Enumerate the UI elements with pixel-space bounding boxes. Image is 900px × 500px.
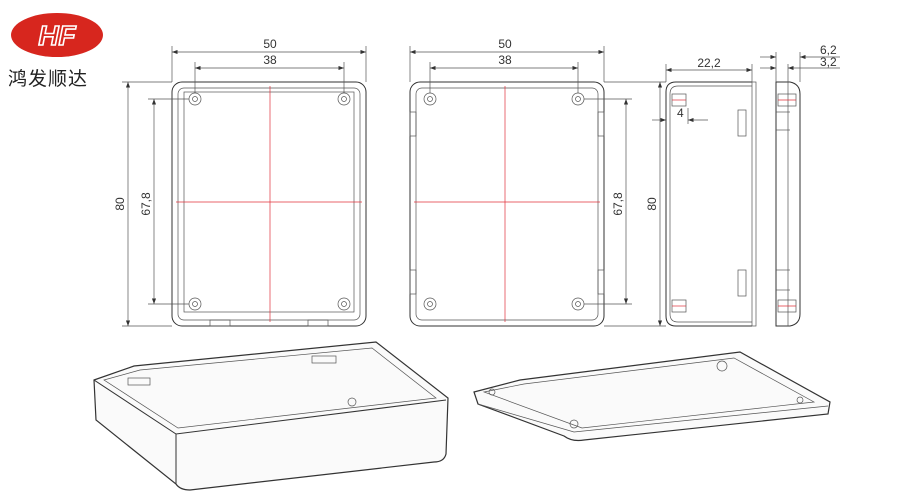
dim-lid-total: 6,2 [820, 43, 837, 57]
dim-wall: 4 [677, 106, 684, 120]
dim-hole-spacing-y: 67,8 [611, 192, 625, 216]
svg-text:HF: HF [38, 20, 76, 51]
hf-logo: HF [11, 12, 103, 58]
dim-width: 50 [263, 37, 277, 51]
front-view: 50 38 80 67,8 [113, 37, 367, 327]
dim-width: 50 [498, 37, 512, 51]
dim-height: 80 [645, 197, 659, 211]
dim-hole-spacing-y: 67,8 [139, 192, 153, 216]
dim-hole-spacing-x: 38 [263, 53, 277, 67]
isometric-base [93, 341, 449, 491]
brand-name: 鸿发顺达 [8, 68, 89, 90]
dim-hole-spacing-x: 38 [498, 53, 512, 67]
side-view: 22,2 4 [652, 56, 757, 327]
lid-side-view: 6,2 3,2 [760, 43, 840, 327]
dim-depth: 22,2 [697, 56, 721, 70]
dim-lid-lip: 3,2 [820, 55, 837, 69]
isometric-lid [473, 351, 831, 442]
dim-height: 80 [113, 197, 127, 211]
back-view: 50 38 67,8 80 [409, 37, 666, 327]
